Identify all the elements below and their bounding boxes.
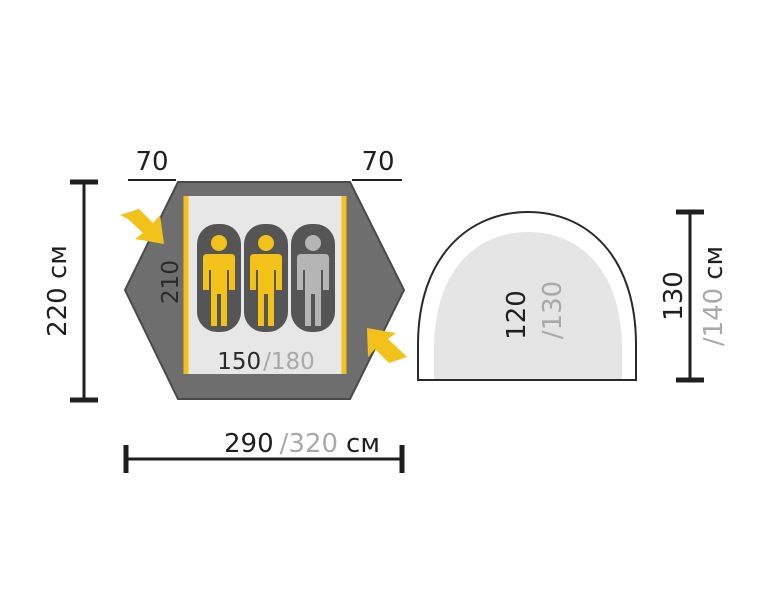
sleepers bbox=[197, 224, 335, 332]
arrow-icon bbox=[367, 328, 407, 363]
width-label: 290/320 см bbox=[224, 429, 380, 459]
inner-length-label: 210 bbox=[158, 260, 184, 304]
inner-height-main: 120 bbox=[502, 290, 532, 340]
vestibule-right-label: 70 bbox=[361, 147, 394, 177]
inner-height-alt: /130 bbox=[538, 281, 568, 339]
inner-dome bbox=[434, 232, 622, 380]
vestibule-left-label: 70 bbox=[135, 147, 168, 177]
width-dimension: 290/320 см bbox=[123, 429, 405, 473]
person-icon bbox=[250, 254, 282, 326]
outer-height-main: 130 bbox=[659, 271, 689, 321]
outer-height-unit: см bbox=[699, 246, 729, 280]
depth-label: 220 см bbox=[43, 245, 73, 337]
vestibule-dimensions: 70 70 bbox=[128, 147, 402, 181]
person-icon bbox=[203, 254, 235, 326]
inner-width-label: 150/180 bbox=[217, 349, 315, 375]
person-head bbox=[258, 235, 274, 251]
sleeper-1 bbox=[197, 224, 241, 332]
arrow-icon bbox=[120, 209, 164, 244]
tent-side-view: 120 /130 bbox=[417, 210, 637, 381]
width-alt: /320 bbox=[280, 429, 338, 459]
outer-height-alt: /140 bbox=[699, 288, 729, 346]
person-icon bbox=[297, 254, 329, 326]
depth-dimension: 220 см bbox=[43, 179, 98, 403]
person-head bbox=[305, 235, 321, 251]
outer-height-second: /140 см bbox=[699, 246, 729, 346]
tent-footprint: 210 150/180 bbox=[123, 181, 406, 400]
width-unit: см bbox=[346, 429, 380, 459]
entrance-arrow-right bbox=[367, 328, 407, 363]
entrance-arrow-left bbox=[120, 209, 164, 244]
person-head bbox=[211, 235, 227, 251]
inner-width-alt: /180 bbox=[263, 349, 315, 375]
height-dimension: 130 /140 см bbox=[659, 209, 729, 383]
sleeper-3 bbox=[291, 224, 335, 332]
inner-height-label: 120 bbox=[502, 290, 532, 340]
sleeper-2 bbox=[244, 224, 288, 332]
width-main: 290 bbox=[224, 429, 274, 459]
inner-width-main: 150 bbox=[217, 349, 261, 375]
